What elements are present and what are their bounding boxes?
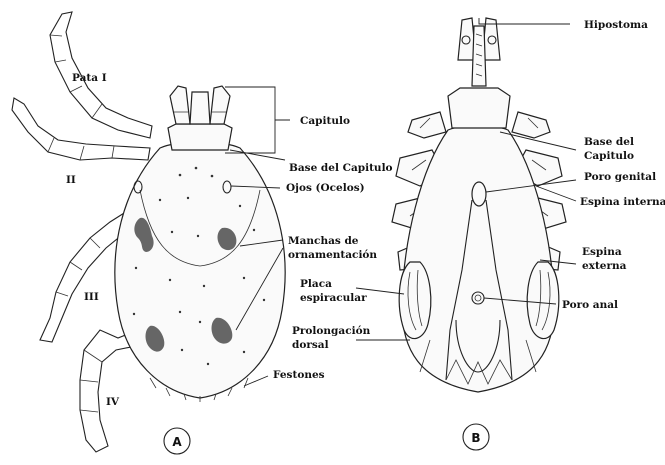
leg-4 [80, 330, 138, 452]
label-espina-ext-line1: Espina [582, 246, 622, 258]
label-ojos: Ojos (Ocelos) [286, 182, 365, 194]
label-festones: Festones [273, 369, 325, 381]
figure-a-dorsal-view: Pata I II III IV Capitulo Base del Capit… [12, 12, 393, 454]
genital-pore [472, 182, 486, 206]
label-espina-ext-line2: externa [582, 260, 627, 272]
label-prolongacion-line2: dorsal [292, 339, 329, 351]
label-poro-genital: Poro genital [584, 171, 656, 183]
capitulum-a [168, 86, 232, 150]
leg-label-iv: IV [106, 396, 120, 408]
figure-b-letter: B [471, 431, 480, 445]
label-espina-interna: Espina interna [580, 196, 665, 208]
figure-b-ventral-view: Hipostoma Base del Capitulo Poro genital… [292, 18, 665, 450]
label-manchas-line1: Manchas de [288, 235, 359, 247]
label-placa-line2: espiracular [300, 292, 367, 304]
label-base-line2: Capitulo [584, 150, 634, 162]
label-base-line1: Base del [584, 136, 634, 148]
label-capitulo: Capitulo [300, 115, 350, 127]
leg-2 [12, 98, 150, 160]
label-hipostoma: Hipostoma [584, 19, 648, 31]
label-prolongacion-line1: Prolongación [292, 325, 371, 337]
leg-label-pata-i: Pata I [72, 72, 107, 84]
capitulum-b [448, 18, 510, 128]
leg-label-iii: III [84, 291, 99, 303]
leg-label-ii: II [66, 174, 76, 186]
idiosoma-dorsal [115, 142, 285, 398]
figure-a-letter: A [172, 435, 182, 449]
label-base-capitulo: Base del Capitulo [289, 162, 393, 174]
label-manchas-line2: ornamentación [288, 249, 377, 261]
label-placa-line1: Placa [300, 278, 332, 290]
label-poro-anal: Poro anal [562, 299, 618, 311]
